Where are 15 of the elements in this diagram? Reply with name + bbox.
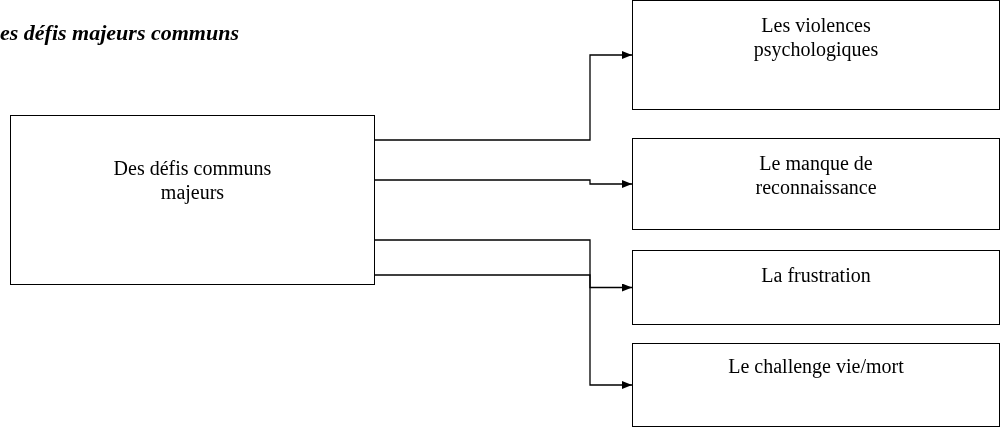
box-text: La frustration [761, 263, 871, 287]
text-box [632, 0, 1000, 110]
box-text: Le challenge vie/mort [728, 354, 904, 378]
diagram-title: es défis majeurs communs [0, 19, 239, 47]
box-text: Les violences psychologiques [752, 13, 880, 61]
arrow [374, 179, 633, 188]
text-box [632, 343, 1000, 427]
arrow [374, 239, 633, 292]
arrow [374, 51, 633, 141]
arrow [374, 274, 633, 389]
text-box [10, 115, 375, 285]
text-box [632, 138, 1000, 230]
box-text: Des défis communs majeurs [112, 156, 273, 204]
text-box [632, 250, 1000, 325]
box-text: Le manque de reconnaissance [754, 151, 878, 199]
